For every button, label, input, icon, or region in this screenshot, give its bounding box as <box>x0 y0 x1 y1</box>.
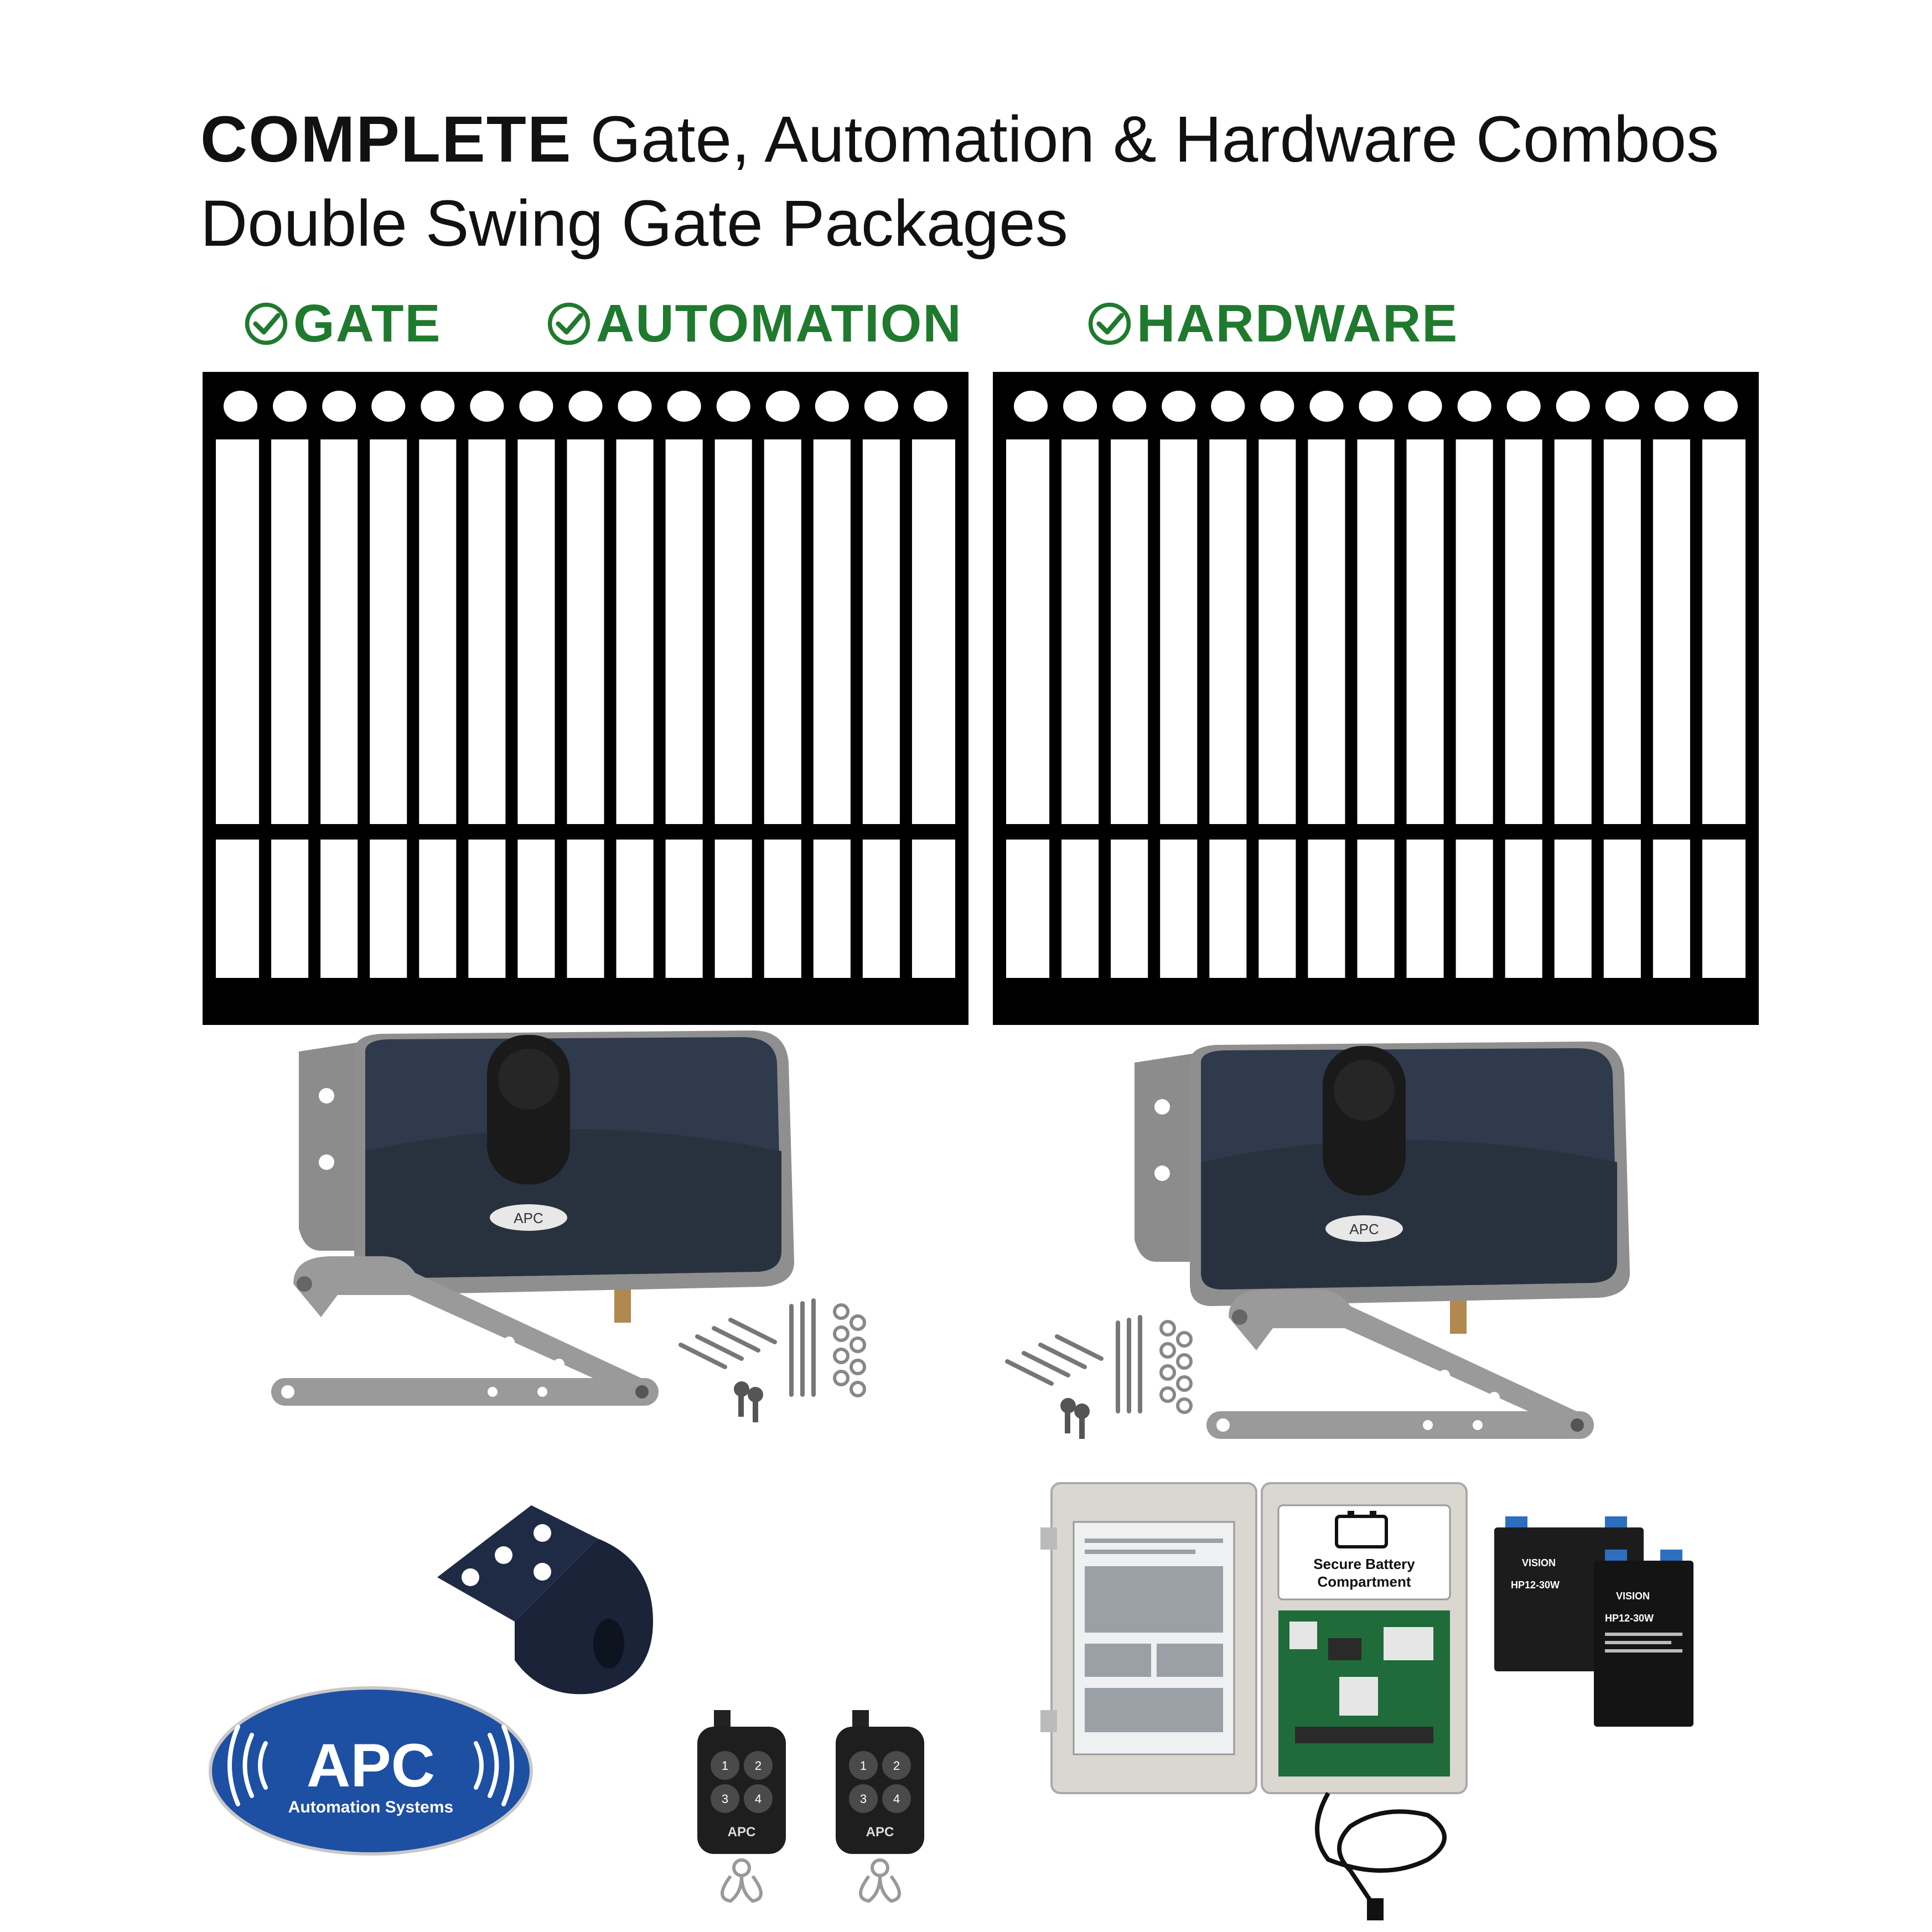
svg-text:VISION: VISION <box>1522 1557 1556 1568</box>
svg-text:APC: APC <box>866 1825 894 1840</box>
control-box: Secure Battery Compartment <box>1040 1482 1468 1920</box>
motor-badge: APC <box>1349 1221 1379 1237</box>
gate-motor-right: APC <box>1135 1042 1630 1334</box>
svg-text:3: 3 <box>722 1792 728 1806</box>
remote-control-1: 1 2 3 4 APC <box>697 1710 786 1903</box>
gate-stop-bracket <box>437 1505 653 1695</box>
svg-text:Secure Battery: Secure Battery <box>1313 1556 1415 1572</box>
svg-text:Compartment: Compartment <box>1317 1573 1411 1590</box>
svg-text:3: 3 <box>860 1792 867 1806</box>
apc-logo: APC Automation Systems <box>209 1686 533 1856</box>
svg-text:4: 4 <box>893 1792 900 1806</box>
svg-text:1: 1 <box>722 1759 728 1773</box>
svg-text:4: 4 <box>755 1792 762 1806</box>
motor-badge: APC <box>514 1210 543 1226</box>
check-gate: GATE <box>242 293 442 354</box>
gate-arm-left <box>271 1256 659 1406</box>
gate-arm-right <box>1206 1289 1594 1439</box>
gate-panel-right <box>993 372 1759 1025</box>
svg-text:1: 1 <box>860 1759 867 1773</box>
check-circle-icon <box>547 302 591 345</box>
svg-text:HP12-30W: HP12-30W <box>1605 1613 1654 1624</box>
backup-batteries: VISION HP12-30W VISION HP12-30W <box>1494 1516 1693 1727</box>
check-circle-icon <box>1088 302 1131 345</box>
bolt-kit-right <box>1005 1315 1193 1439</box>
svg-text:2: 2 <box>893 1759 900 1773</box>
check-automation: AUTOMATION <box>545 293 962 354</box>
bolt-kit-left <box>678 1298 866 1422</box>
page-subtitle: Double Swing Gate Packages <box>200 187 1068 260</box>
gate-panel-left <box>203 372 968 1025</box>
svg-text:HP12-30W: HP12-30W <box>1511 1579 1560 1591</box>
svg-text:APC: APC <box>307 1732 435 1800</box>
svg-text:2: 2 <box>755 1759 762 1773</box>
check-hardware: HARDWARE <box>1086 293 1458 354</box>
svg-text:VISION: VISION <box>1616 1591 1650 1602</box>
svg-text:Automation Systems: Automation Systems <box>288 1798 453 1816</box>
check-circle-icon <box>245 302 288 345</box>
remote-control-2: 1 2 3 4 APC <box>836 1710 924 1903</box>
page-title: COMPLETE Gate, Automation & Hardware Com… <box>200 103 1719 176</box>
gate-motor-left: APC <box>299 1030 794 1323</box>
svg-text:APC: APC <box>728 1825 756 1840</box>
